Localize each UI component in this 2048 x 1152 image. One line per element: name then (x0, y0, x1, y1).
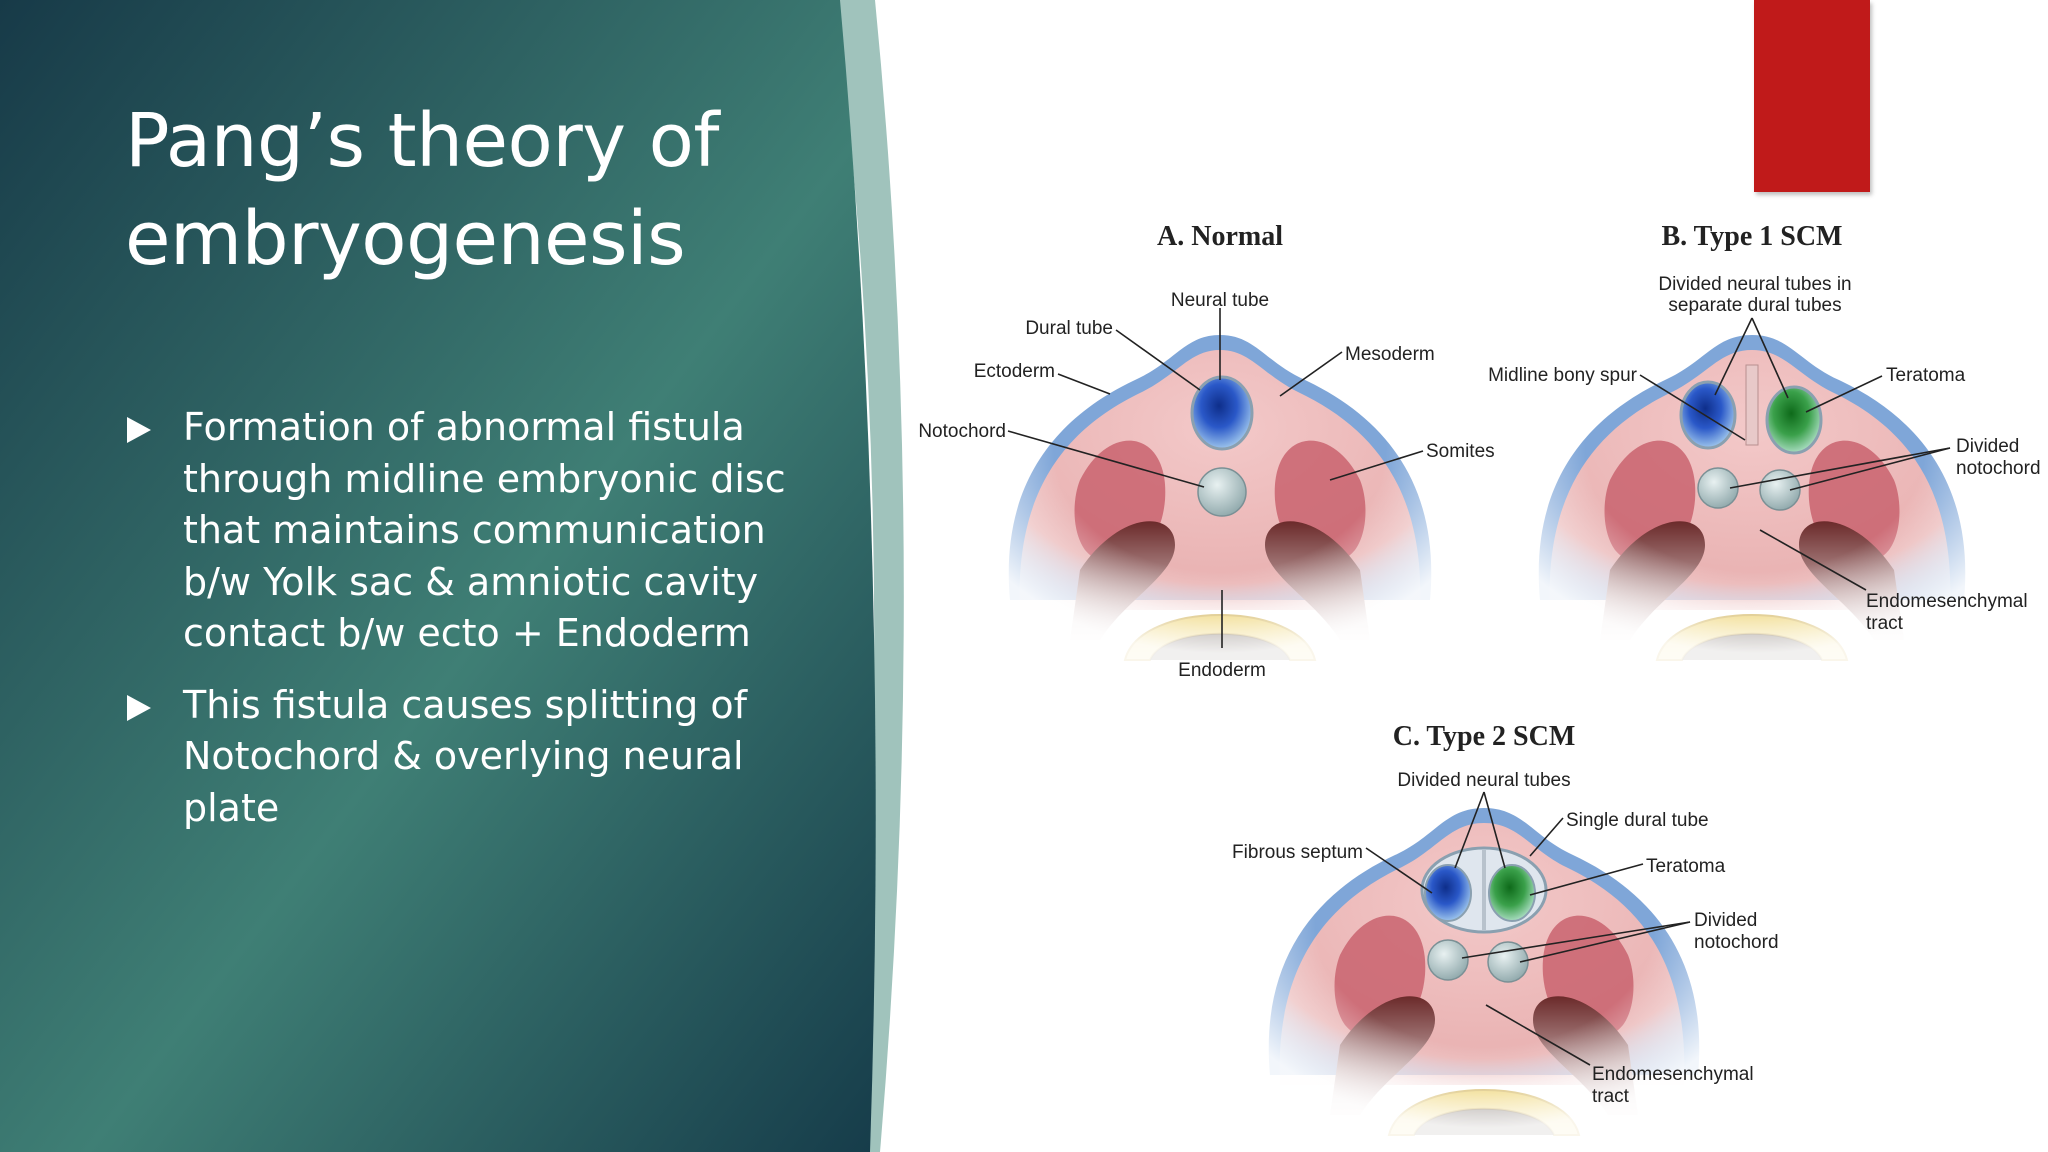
embryology-figure: A. Normal Neural tube Dural tube (918, 221, 2041, 1145)
label-dural-tube: Dural tube (1025, 318, 1113, 339)
label-somites: Somites (1426, 441, 1495, 462)
bullet-item: Formation of abnormal fistula through mi… (125, 402, 805, 660)
label-endoderm: Endoderm (1178, 660, 1266, 681)
light-accent-band (835, 0, 904, 1152)
dark-panel (0, 0, 876, 1152)
label-divided-notochord-line1: Divided (1694, 910, 1757, 931)
bullet-list: Formation of abnormal fistula through mi… (125, 402, 805, 854)
bullet-item: This fistula causes splitting of Notocho… (125, 680, 805, 835)
fade-overlay (1250, 805, 1720, 1145)
triangle-right-icon (127, 417, 151, 443)
label-fibrous-septum: Fibrous septum (1232, 842, 1363, 863)
panel-normal: A. Normal Neural tube Dural tube (918, 221, 1494, 681)
panel-type1-scm: B. Type 1 SCM Divi (1488, 221, 2041, 670)
label-endomesenchymal-line1: Endomesenchymal (1592, 1064, 1754, 1085)
label-bony-spur: Midline bony spur (1488, 365, 1638, 386)
label-divided-notochord-line2: notochord (1956, 458, 2041, 479)
slide-title: Pang’s theory of embryogenesis (125, 98, 719, 282)
fade-overlay (990, 330, 1450, 670)
label-teratoma: Teratoma (1646, 856, 1726, 877)
label-divided-tubes: Divided neural tubes (1397, 770, 1570, 791)
bullet-text: Formation of abnormal fistula through mi… (183, 405, 786, 655)
panel-a-leaders (1007, 308, 1424, 648)
label-divided-notochord-line2: notochord (1694, 932, 1779, 953)
label-endomesenchymal-line2: tract (1866, 613, 1904, 634)
fade-overlay (1520, 330, 1990, 670)
bullet-text: This fistula causes splitting of Notocho… (183, 682, 747, 830)
label-notochord: Notochord (918, 421, 1006, 442)
panel-c-leaders (1365, 791, 1691, 1066)
panel-b-title: B. Type 1 SCM (1662, 221, 1843, 252)
label-single-dural-tube: Single dural tube (1566, 810, 1709, 831)
label-divided-notochord-line1: Divided (1956, 436, 2019, 457)
panel-a-title: A. Normal (1157, 221, 1283, 252)
red-accent-bar (1754, 0, 1870, 192)
label-ectoderm: Ectoderm (974, 361, 1055, 382)
label-teratoma: Teratoma (1886, 365, 1966, 386)
panel-b-leaders (1639, 317, 1951, 591)
panel-c-title: C. Type 2 SCM (1393, 721, 1576, 752)
triangle-right-icon (127, 694, 151, 721)
label-mesoderm: Mesoderm (1345, 344, 1435, 365)
label-divided-tubes-line2: separate dural tubes (1668, 295, 1841, 316)
label-endomesenchymal-line1: Endomesenchymal (1866, 591, 2028, 612)
label-endomesenchymal-line2: tract (1592, 1086, 1630, 1107)
label-divided-tubes-line1: Divided neural tubes in (1658, 274, 1851, 295)
panel-type2-scm: C. Type 2 SCM (1232, 721, 1779, 1145)
label-neural-tube: Neural tube (1171, 290, 1269, 311)
